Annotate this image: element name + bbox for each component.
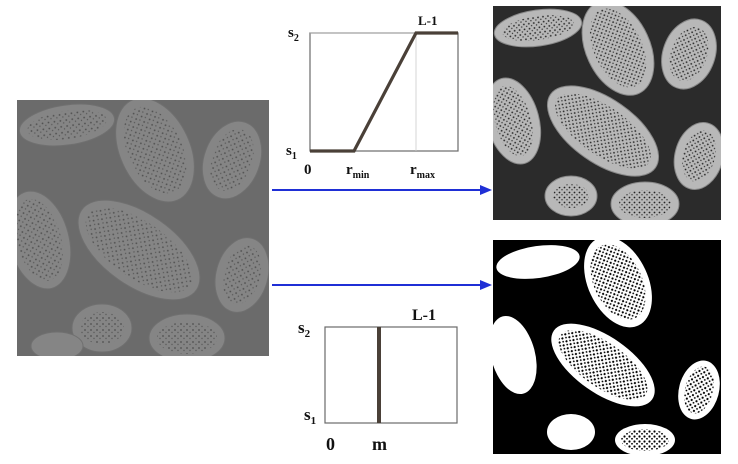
- arrow-to-stretched: [272, 185, 492, 195]
- contrast-stretch-plot: s2 L-1 s1 0 rmin rmax: [280, 4, 480, 186]
- s2-label: s2: [298, 318, 311, 340]
- thresholded-image: [489, 236, 721, 456]
- arrow-to-thresholded: [272, 280, 492, 290]
- m-label: m: [372, 434, 387, 454]
- rmin-label: rmin: [346, 162, 370, 181]
- original-image: [6, 97, 270, 363]
- l-minus-1-label: L-1: [418, 13, 438, 28]
- plot-frame: [324, 326, 458, 424]
- s1-label: s1: [286, 143, 297, 162]
- contrast-stretched-image: [484, 0, 725, 227]
- s1-label: s1: [304, 405, 316, 427]
- rmax-label: rmax: [410, 162, 435, 181]
- stretch-curve: [310, 31, 458, 153]
- origin-zero-label: 0: [304, 162, 312, 178]
- l-minus-1-label: L-1: [412, 307, 436, 324]
- s2-label: s2: [288, 25, 299, 44]
- origin-zero-label: 0: [326, 434, 335, 454]
- threshold-plot: s2 L-1 s1 0 m: [290, 300, 470, 460]
